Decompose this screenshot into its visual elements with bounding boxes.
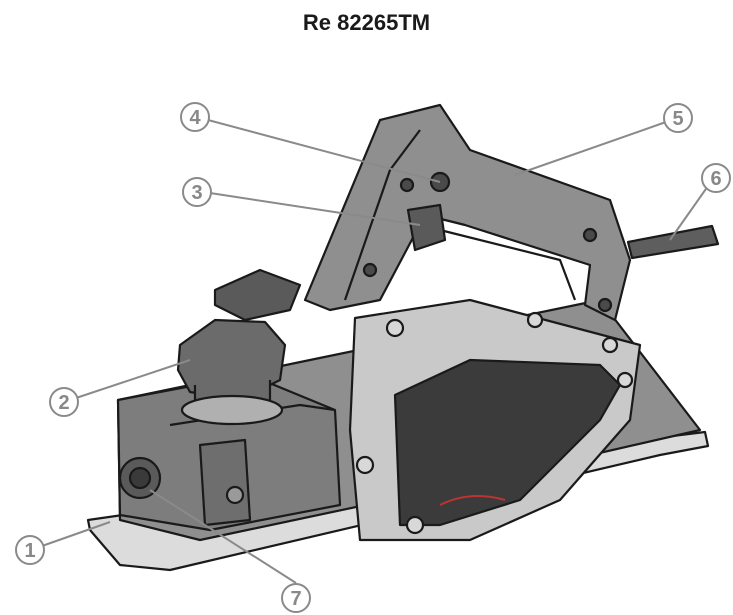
leader-line-7 — [149, 489, 297, 584]
callout-5: 5 — [663, 103, 693, 133]
callout-label-7: 7 — [290, 588, 301, 610]
depth-knob — [176, 318, 287, 402]
side-handle — [626, 224, 720, 260]
leader-line-5 — [514, 121, 667, 176]
callout-label-3: 3 — [191, 182, 202, 204]
leader-lines — [41, 119, 709, 584]
planer-body — [86, 103, 720, 572]
chip-chute — [213, 268, 302, 322]
callout-4: 4 — [180, 102, 210, 132]
callout-6: 6 — [701, 163, 731, 193]
leader-line-6 — [669, 185, 709, 241]
handle — [303, 103, 632, 322]
leader-line-3 — [209, 192, 421, 226]
callout-3: 3 — [182, 177, 212, 207]
callout-label-5: 5 — [672, 108, 683, 130]
callout-label-2: 2 — [58, 392, 69, 414]
callout-label-1: 1 — [24, 540, 35, 562]
leader-line-4 — [207, 119, 441, 183]
callout-7: 7 — [281, 583, 311, 613]
callout-label-4: 4 — [189, 107, 201, 129]
leader-line-1 — [41, 521, 111, 547]
trigger-switch — [406, 203, 447, 252]
diagram-title: Re 82265TM — [302, 10, 431, 35]
callout-2: 2 — [49, 387, 79, 417]
leader-line-2 — [75, 359, 191, 399]
callout-label-6: 6 — [710, 168, 721, 190]
callout-1: 1 — [15, 535, 45, 565]
